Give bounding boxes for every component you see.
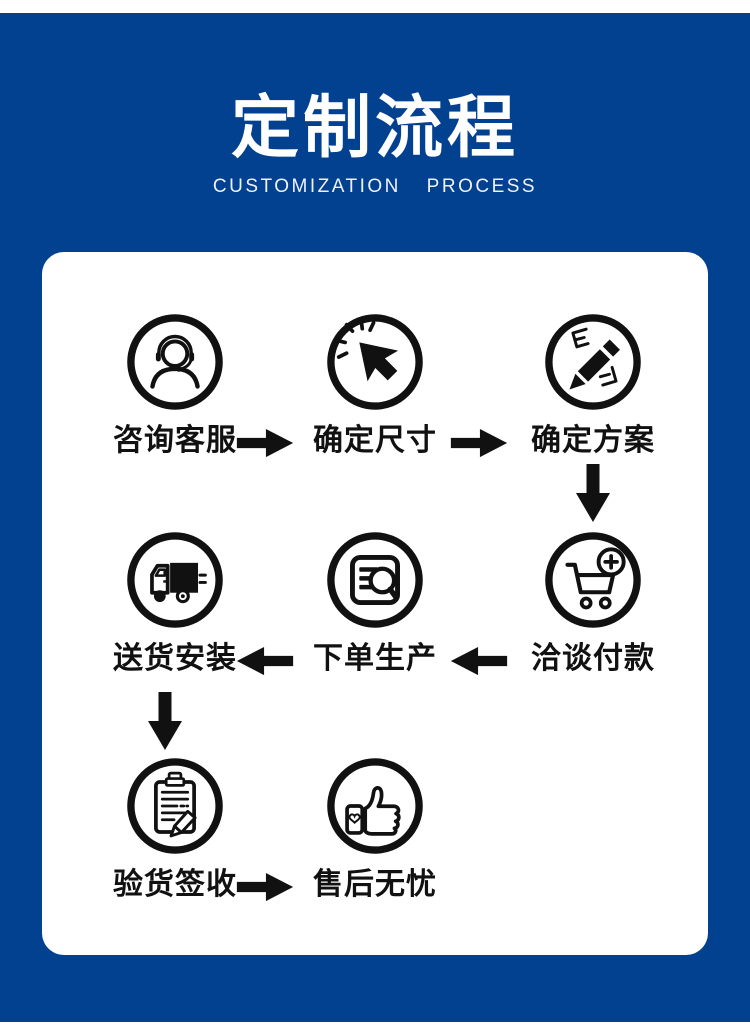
step-confirm-plan: 确定方案 — [493, 313, 693, 459]
page-subtitle: CUSTOMIZATION PROCESS — [212, 176, 538, 197]
arrow-left-icon — [236, 646, 294, 676]
arrow-down-icon — [148, 692, 182, 750]
step-confirm-size: 确定尺寸 — [275, 313, 475, 459]
step-label: 送货安装 — [113, 642, 237, 675]
order-search-icon — [326, 531, 424, 629]
step-consult-service: 咨询客服 — [75, 313, 275, 459]
process-card: 咨询客服 确定尺寸 — [42, 252, 708, 955]
cart-plus-icon — [544, 531, 642, 629]
step-order-production: 下单生产 — [275, 531, 475, 677]
arrow-left-icon — [450, 646, 508, 676]
step-label: 售后无忧 — [313, 868, 437, 901]
arrow-right-icon — [450, 428, 508, 458]
step-label: 确定尺寸 — [313, 424, 437, 457]
step-label: 洽谈付款 — [531, 642, 655, 675]
step-delivery-install: 送货安装 — [75, 531, 275, 677]
header-banner: 定制流程 CUSTOMIZATION PROCESS — [0, 88, 750, 198]
headset-agent-icon — [126, 313, 224, 411]
clipboard-pencil-icon — [126, 757, 224, 855]
step-label: 确定方案 — [531, 424, 655, 457]
step-inspect-sign: 验货签收 — [75, 757, 275, 903]
page-title: 定制流程 — [230, 90, 519, 166]
cursor-click-icon — [326, 313, 424, 411]
step-after-sales: 售后无忧 — [275, 757, 475, 903]
step-label: 下单生产 — [313, 642, 437, 675]
step-label: 验货签收 — [113, 868, 237, 901]
step-negotiate-payment: 洽谈付款 — [493, 531, 693, 677]
step-label: 咨询客服 — [113, 424, 237, 457]
arrow-right-icon — [236, 428, 294, 458]
arrow-down-icon — [576, 464, 610, 522]
design-pencil-icon — [544, 313, 642, 411]
arrow-right-icon — [236, 872, 294, 902]
delivery-truck-icon — [126, 531, 224, 629]
thumbs-up-icon — [326, 757, 424, 855]
